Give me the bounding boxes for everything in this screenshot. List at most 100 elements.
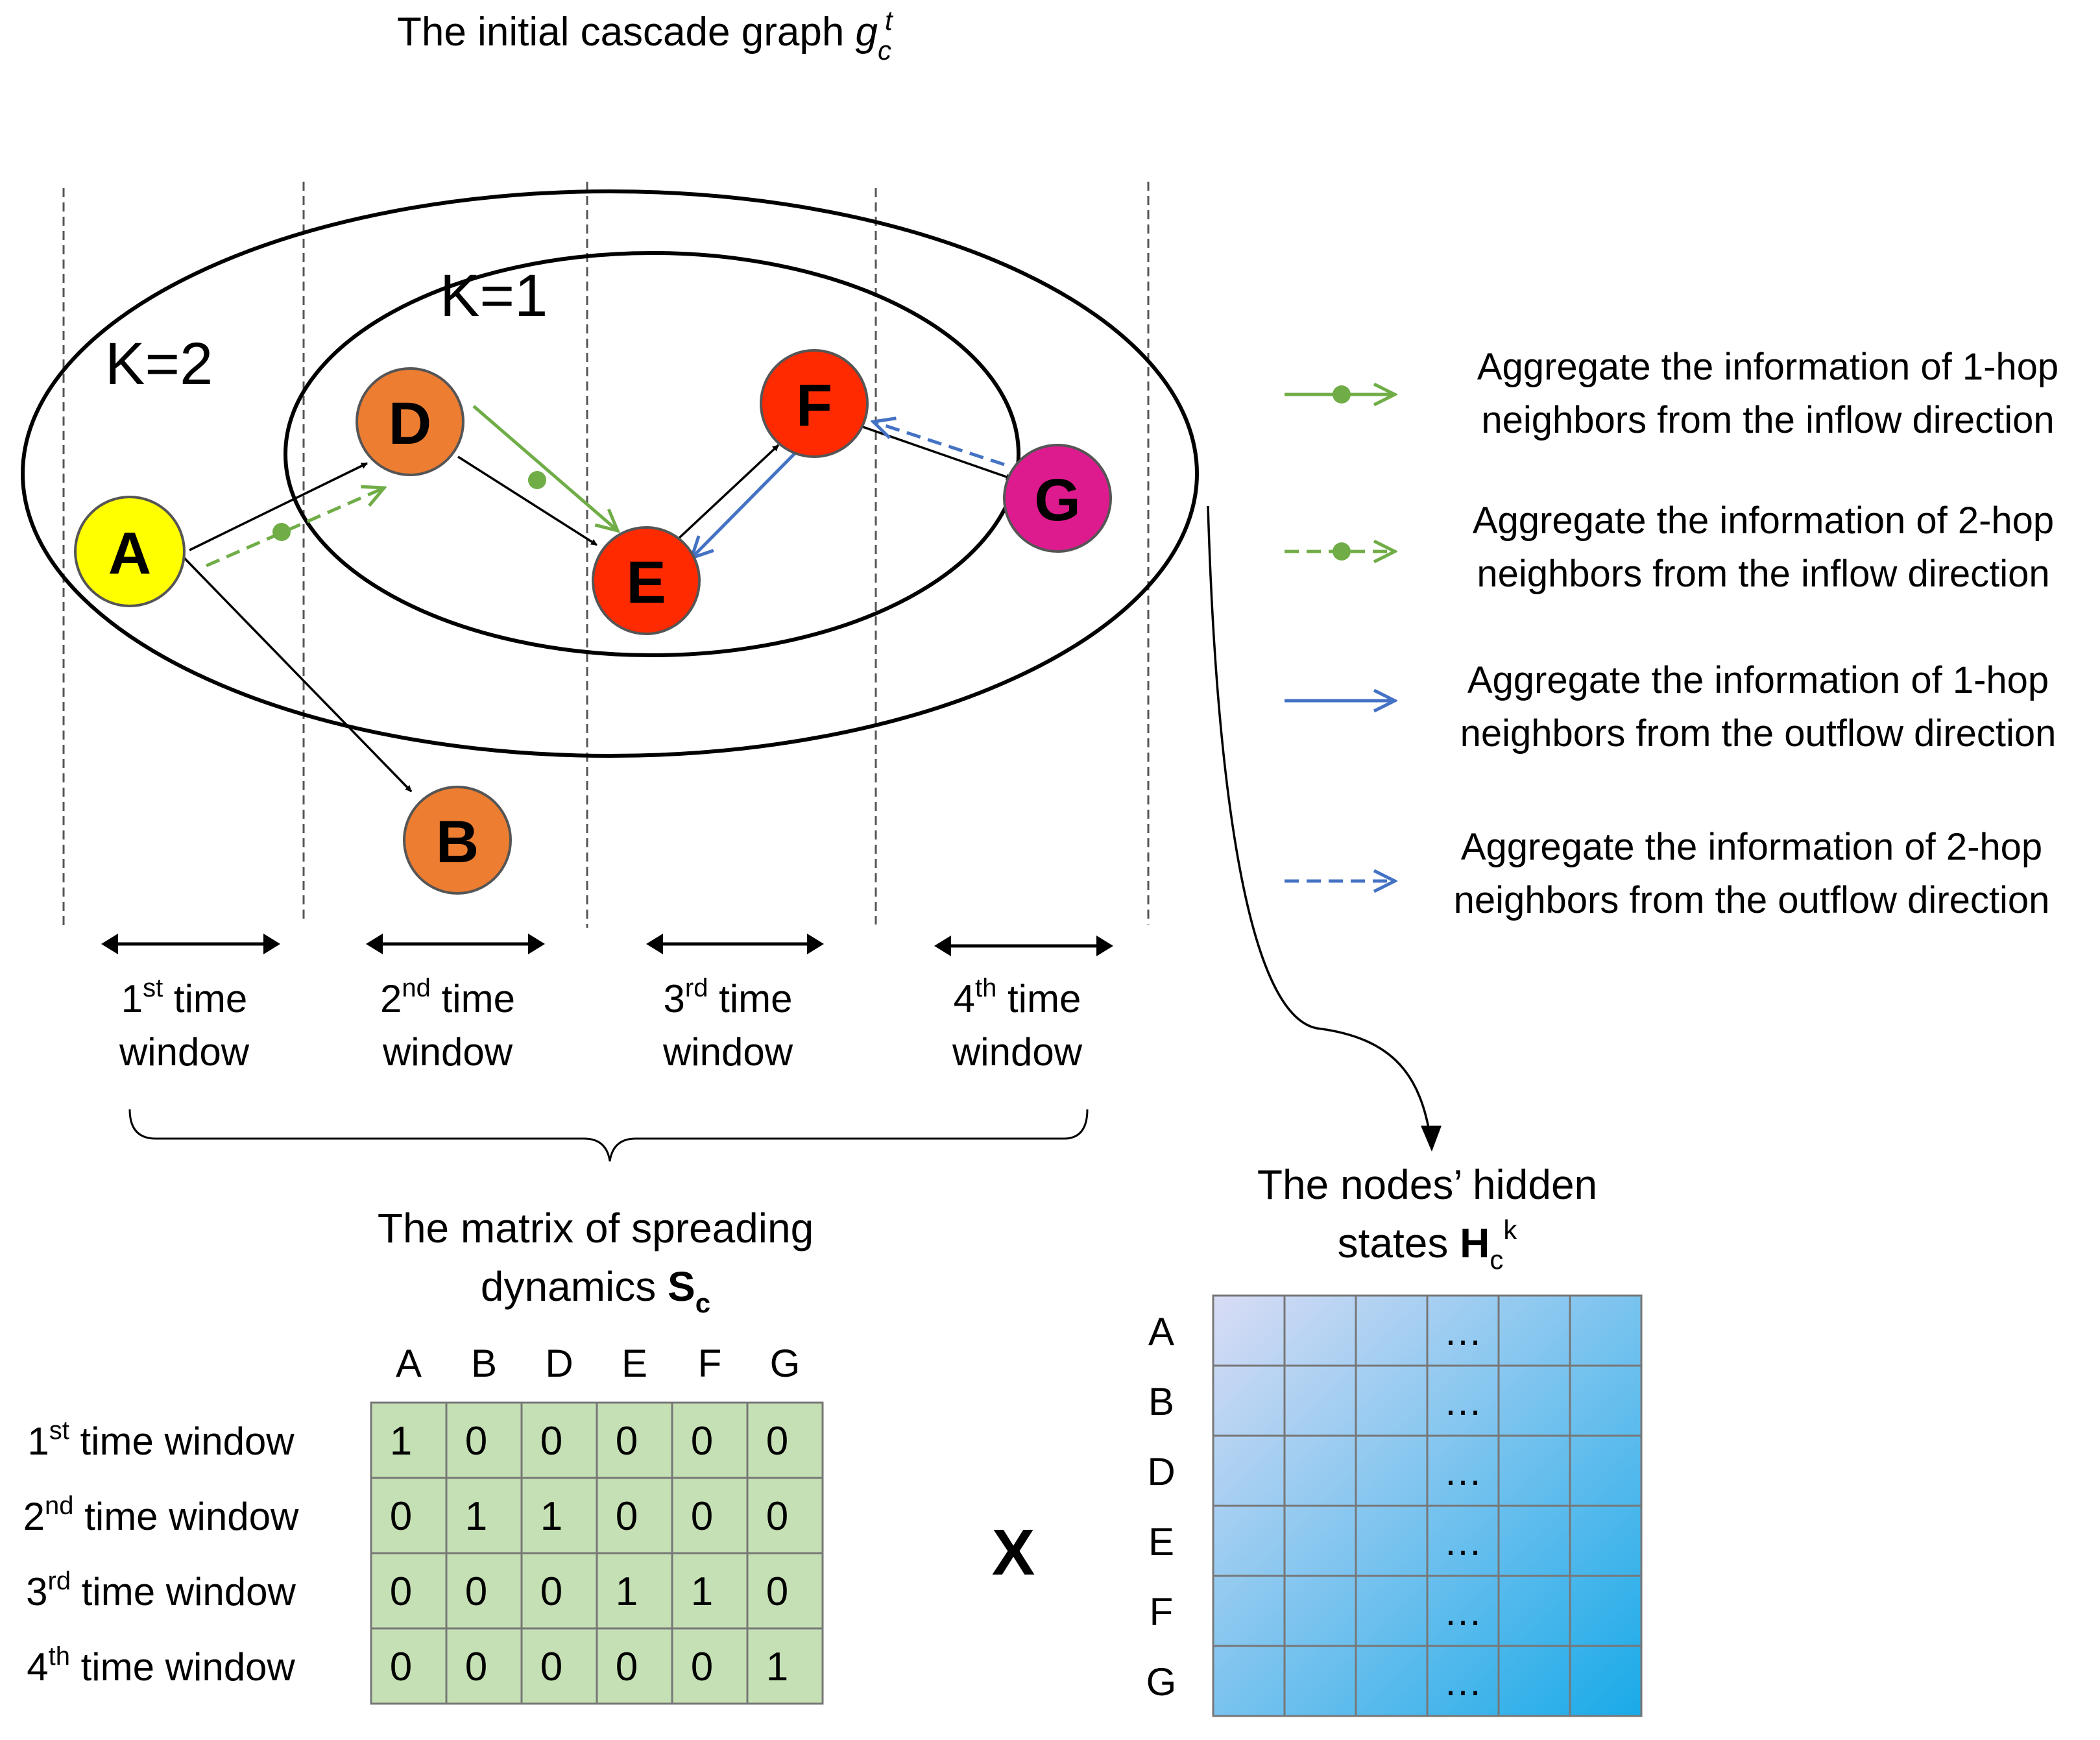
svg-text:G: G: [1034, 467, 1081, 533]
node-f: F: [760, 349, 869, 458]
matrix-s-row-label: 2nd time window: [23, 1492, 299, 1538]
time-window-label: window: [662, 1030, 793, 1074]
svg-text:Aggregate the information of 1: Aggregate the information of 1-hop: [1477, 346, 2058, 388]
matrix-s-cell-value: 0: [616, 1494, 638, 1539]
svg-text:neighbors from the outflow dir: neighbors from the outflow direction: [1454, 879, 2050, 921]
multiply-symbol: X: [992, 1516, 1035, 1589]
legend-item-inflow-1hop: Aggregate the information of 1-hop neigh…: [1285, 346, 2058, 441]
matrix-h-row-label: B: [1148, 1380, 1174, 1423]
matrix-s-cell-value: 0: [616, 1419, 638, 1464]
time-window-label: 4th time: [954, 974, 1081, 1021]
matrix-s-cell-value: 0: [465, 1645, 487, 1689]
matrix-s-column-header: B: [471, 1342, 497, 1385]
matrix-s-cell-value: 0: [465, 1569, 487, 1614]
figure-title: The initial cascade graph gct: [397, 5, 894, 66]
matrix-h-title: The nodes’ hidden: [1257, 1161, 1597, 1208]
time-window-brace: [128, 1109, 1089, 1162]
edge-f-to-g: [862, 426, 1013, 480]
edge-a-to-d: [189, 462, 368, 551]
graph-to-hidden-states-arrow: [1207, 505, 1432, 1139]
matrix-s-column-header: G: [770, 1342, 801, 1385]
time-window-label: 2nd time: [380, 974, 515, 1021]
svg-text:neighbors from the outflow dir: neighbors from the outflow direction: [1460, 712, 2057, 755]
node-a: A: [74, 496, 186, 607]
matrix-s-cell-value: 0: [465, 1419, 487, 1464]
aggregation-arrows: [205, 405, 1005, 568]
time-window-label: window: [382, 1030, 513, 1074]
matrix-s-cell-value: 0: [390, 1494, 412, 1539]
time-window-label: 1st time: [121, 974, 248, 1021]
matrix-h-row-label: G: [1146, 1660, 1177, 1704]
matrix-s-cell-value: 1: [691, 1569, 713, 1614]
k1-label: K=1: [440, 263, 548, 329]
svg-text:Aggregate the information of 2: Aggregate the information of 2-hop: [1461, 826, 2042, 868]
matrix-s-column-header: A: [396, 1342, 422, 1385]
matrix-s-cell-value: 0: [390, 1569, 412, 1614]
time-window-label: window: [952, 1030, 1083, 1074]
k1-neighborhood-ellipse: [284, 251, 1020, 657]
inflow-2hop-arrow: [205, 488, 384, 568]
svg-text:B: B: [436, 809, 479, 875]
legend-item-inflow-2hop: Aggregate the information of 2-hop neigh…: [1285, 500, 2054, 595]
matrix-s-row-label: 4th time window: [27, 1642, 295, 1689]
matrix-s-column-header: F: [698, 1342, 722, 1385]
arrowhead: [1421, 1126, 1442, 1152]
matrix-s-column-header: D: [545, 1342, 573, 1385]
matrix-s-cell-value: 0: [540, 1419, 562, 1464]
node-d: D: [356, 367, 465, 476]
edge-a-to-b: [182, 555, 413, 793]
svg-text:neighbors from the inflow dire: neighbors from the inflow direction: [1481, 399, 2054, 441]
graph-nodes: A D E F G B: [74, 349, 1112, 895]
matrix-s-cell-value: 1: [540, 1494, 562, 1539]
time-window-labels: 1st time window 2nd time window 3rd time…: [119, 974, 1083, 1074]
matrix-h-row-label: A: [1148, 1310, 1174, 1353]
k2-label: K=2: [105, 331, 213, 397]
matrix-h-ellipsis: …: [1443, 1660, 1482, 1704]
svg-text:Aggregate the information of 2: Aggregate the information of 2-hop: [1473, 500, 2054, 542]
matrix-h-ellipsis: …: [1443, 1310, 1482, 1353]
matrix-h-title: states Hck: [1338, 1214, 1518, 1275]
matrix-s-cell: [746, 1627, 824, 1705]
matrix-h-row-label: F: [1150, 1590, 1174, 1634]
matrix-s-cell-value: 1: [616, 1569, 638, 1614]
matrix-h-grid: … … … … … …: [1212, 1294, 1643, 1717]
matrix-s-cell-value: 1: [465, 1494, 487, 1539]
matrix-h-ellipsis: …: [1443, 1450, 1482, 1493]
matrix-s-cell-value: 0: [540, 1645, 562, 1689]
matrix-s-row-label: 1st time window: [27, 1416, 295, 1463]
matrix-s-cell-value: 1: [390, 1419, 412, 1464]
matrix-s-title: The matrix of spreading: [378, 1205, 814, 1251]
matrix-h-cell: [1569, 1645, 1643, 1717]
matrix-s-title: dynamics Sc: [481, 1263, 710, 1318]
time-window-separators: [62, 182, 1150, 928]
matrix-s-cell-value: 0: [616, 1645, 638, 1689]
matrix-s-cell-value: 0: [540, 1569, 562, 1614]
svg-text:E: E: [626, 550, 666, 616]
time-window-label: window: [119, 1030, 250, 1074]
matrix-s-cell-value: 1: [766, 1645, 788, 1689]
matrix-s-cell-value: 0: [691, 1645, 713, 1689]
matrix-s-row-label: 3rd time window: [26, 1567, 296, 1613]
matrix-h-ellipsis: …: [1443, 1590, 1482, 1634]
node-e: E: [592, 526, 701, 635]
matrix-h-ellipsis: …: [1443, 1520, 1482, 1564]
svg-text:Aggregate the information of 1: Aggregate the information of 1-hop: [1467, 659, 2049, 701]
outflow-1hop-arrow: [692, 452, 797, 558]
edge-d-to-e: [457, 455, 597, 546]
edge-e-to-f: [677, 444, 780, 540]
svg-text:F: F: [796, 372, 832, 439]
matrix-h-row-label: D: [1147, 1450, 1175, 1493]
svg-text:D: D: [389, 391, 431, 457]
matrix-h-ellipsis: …: [1443, 1380, 1482, 1423]
outflow-2hop-arrow: [873, 422, 1005, 466]
legend: Aggregate the information of 1-hop neigh…: [1285, 346, 2058, 921]
matrix-s-cell-value: 0: [766, 1419, 788, 1464]
inflow-1hop-arrow: [472, 405, 618, 531]
k2-neighborhood-ellipse: [21, 189, 1199, 758]
inflow-2hop-dot: [272, 523, 291, 541]
